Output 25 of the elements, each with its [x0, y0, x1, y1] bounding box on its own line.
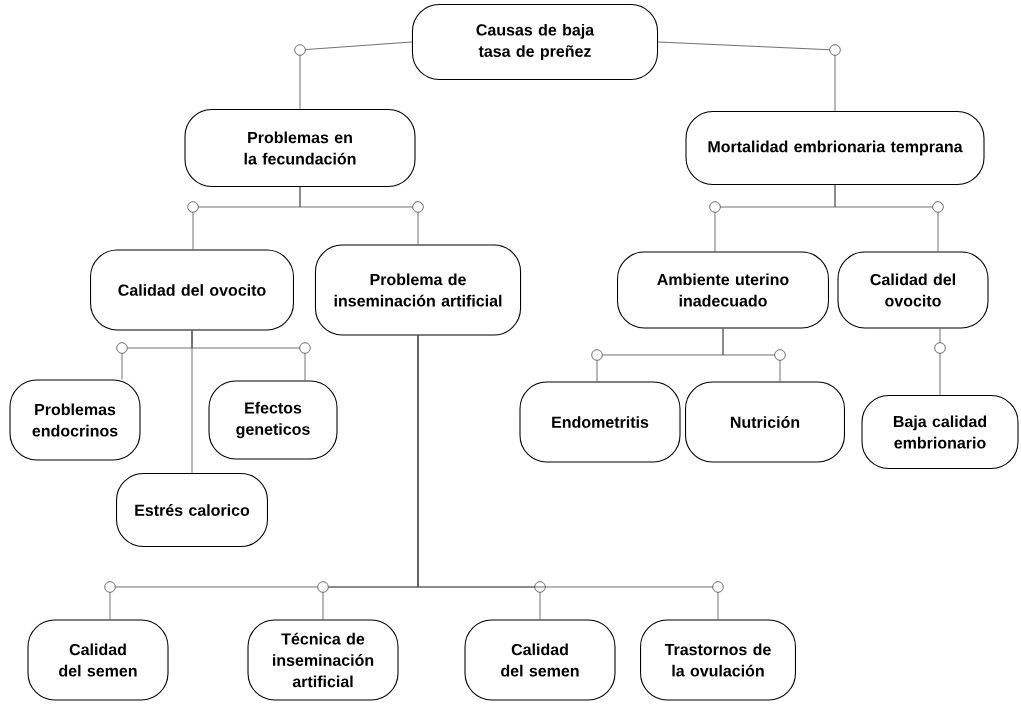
connector [722, 328, 786, 382]
rounded-box: Mortalidad embrionaria temprana [685, 110, 985, 186]
rounded-box: Problemas en la fecundación [184, 108, 416, 188]
rounded-box: Endometritis [519, 381, 681, 463]
rounded-box: Problema de inseminación artificial [314, 244, 522, 336]
connector [417, 335, 724, 620]
rounded-box: Calidad del semen [27, 619, 169, 701]
rounded-box: Calidad del semen [464, 619, 616, 701]
connector [934, 328, 946, 396]
rounded-box: Nutrición [685, 381, 845, 463]
rounded-box: Técnica de inseminación artificial [247, 619, 399, 701]
connector [294, 41, 413, 110]
rounded-box: Estrés calorico [116, 472, 268, 548]
rounded-box: Causas de baja tasa de preñez [411, 4, 659, 80]
rounded-box: Calidad del ovocito [837, 251, 989, 329]
connector [191, 330, 193, 474]
rounded-box: Efectos geneticos [208, 380, 338, 460]
rounded-box: Problemas endocrinos [9, 379, 141, 461]
connector [299, 186, 424, 245]
connector [834, 184, 944, 252]
rounded-box: Calidad del ovocito [90, 249, 294, 331]
rounded-box: Baja calidad embrionario [861, 394, 1019, 470]
connector [657, 41, 841, 112]
rounded-box: Trastornos de la ovulación [640, 619, 796, 701]
rounded-box: Ambiente uterino inadecuado [617, 251, 829, 329]
